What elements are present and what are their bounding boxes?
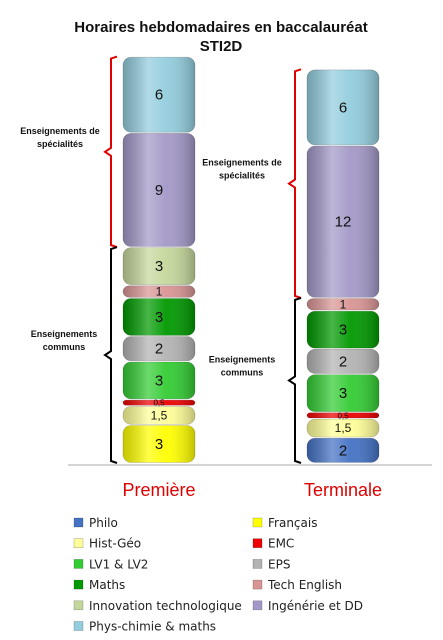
- segment-maths-terminale: 3: [306, 310, 380, 349]
- segment-francais-premiere: 3: [122, 425, 196, 463]
- segment-eps-premiere: 2: [122, 336, 196, 362]
- segment-value-lv1-lv2-terminale: 3: [339, 385, 347, 402]
- legend-item-maths: Maths: [73, 578, 125, 592]
- brace-enseignements-de-specialites-terminale: Enseignements de spécialités: [202, 68, 302, 299]
- annotation-text-line-2: spécialités: [219, 171, 265, 181]
- legend-label-ingenerie-et-dd: Ingénérie et DD: [268, 599, 363, 613]
- legend-item-hist-geo: Hist-Géo: [73, 537, 141, 551]
- legend-swatch-phys-chimie-maths: [73, 621, 84, 631]
- legend-swatch-tech-english: [252, 579, 263, 590]
- legend-label-emc: EMC: [268, 537, 294, 551]
- legend-label-innovation-technologique: Innovation technologique: [89, 599, 242, 613]
- segment-value-francais-premiere: 3: [155, 436, 163, 453]
- legend-label-hist-geo: Hist-Géo: [89, 537, 141, 551]
- segment-lv1-lv2-terminale: 3: [306, 374, 380, 412]
- legend-label-eps: EPS: [268, 557, 290, 571]
- segment-ingenerie-et-dd-terminale: 12: [306, 145, 380, 298]
- legend-item-emc: EMC: [252, 537, 294, 551]
- segment-value-emc-terminale: 0,5: [337, 411, 349, 420]
- segment-phys-chimie-maths-premiere: 6: [122, 56, 196, 133]
- segment-tech-english-terminale: 1: [306, 297, 380, 311]
- legend-swatch-ingenerie-et-dd: [252, 600, 263, 611]
- legend-swatch-emc: [252, 538, 263, 549]
- segment-ingenerie-et-dd-premiere: 9: [122, 133, 196, 247]
- annotation-text-line-1: Enseignements de: [20, 126, 100, 136]
- segment-value-maths-terminale: 3: [339, 322, 347, 339]
- legend-swatch-maths: [73, 579, 84, 590]
- annotation-text-line-2: communs: [43, 342, 86, 352]
- segment-value-phys-chimie-maths-premiere: 6: [155, 87, 163, 104]
- segment-value-maths-premiere: 3: [155, 309, 163, 326]
- legend-swatch-philo: [73, 517, 84, 528]
- legend-swatch-lv1-lv2: [73, 559, 84, 569]
- annotation-text-line-2: communs: [221, 367, 264, 377]
- annotation-text-line-2: spécialités: [37, 139, 83, 149]
- segment-hist-geo-terminale: 1,5: [306, 418, 380, 438]
- legend-item-phys-chimie-maths: Phys-chimie & maths: [73, 620, 216, 634]
- brace-enseignements-de-specialites-premiere: Enseignements de spécialités: [20, 55, 118, 249]
- segment-value-emc-premiere: 0,5: [153, 399, 165, 408]
- segment-value-philo-terminale: 2: [339, 442, 347, 459]
- legend-label-maths: Maths: [89, 578, 125, 592]
- segment-maths-premiere: 3: [122, 298, 196, 336]
- brace-enseignements-communs-premiere: Enseignements communs: [31, 246, 118, 464]
- segment-value-hist-geo-terminale: 1,5: [335, 421, 352, 435]
- annotation-text-line-1: Enseignements: [31, 329, 98, 339]
- segment-lv1-lv2-premiere: 3: [122, 361, 196, 400]
- segment-value-tech-english-premiere: 1: [156, 285, 163, 299]
- legend-swatch-francais: [252, 517, 263, 528]
- category-label-premiere: Première: [122, 480, 195, 500]
- legend-item-ingenerie-et-dd: Ingénérie et DD: [252, 599, 363, 613]
- legend-item-philo: Philo: [73, 516, 118, 530]
- segment-value-phys-chimie-maths-terminale: 6: [339, 99, 347, 116]
- annotation-text-line-1: Enseignements: [209, 354, 276, 364]
- segment-value-eps-premiere: 2: [155, 341, 163, 358]
- chart-subtitle: STI2D: [200, 38, 243, 55]
- segment-value-ingenerie-et-dd-terminale: 12: [335, 214, 352, 231]
- segment-innovation-technologique-premiere: 3: [122, 247, 196, 285]
- annotations: Enseignements despécialitésEnseignements…: [20, 55, 302, 464]
- legend-label-philo: Philo: [89, 516, 118, 530]
- legend-label-francais: Français: [268, 516, 317, 530]
- annotation-text-line-1: Enseignements de: [202, 158, 282, 168]
- category-label-terminale: Terminale: [304, 480, 382, 500]
- legend-swatch-innovation-technologique: [73, 600, 84, 611]
- legend-label-phys-chimie-maths: Phys-chimie & maths: [89, 620, 216, 634]
- legend-swatch-hist-geo: [73, 538, 84, 549]
- segment-value-tech-english-terminale: 1: [340, 297, 347, 311]
- segment-emc-terminale: 0,5: [306, 411, 380, 420]
- legend-label-lv1-lv2: LV1 & LV2: [89, 557, 148, 571]
- chart-title: Horaires hebdomadaires en baccalauréat: [74, 19, 367, 36]
- legend-item-eps: EPS: [252, 557, 290, 571]
- segment-tech-english-premiere: 1: [122, 285, 196, 299]
- segment-hist-geo-premiere: 1,5: [122, 406, 196, 425]
- brace-enseignements-communs-terminale: Enseignements communs: [209, 296, 302, 464]
- legend-item-innovation-technologique: Innovation technologique: [73, 599, 242, 613]
- legend-swatch-eps: [252, 559, 263, 569]
- segment-value-innovation-technologique-premiere: 3: [155, 258, 163, 275]
- legend-item-tech-english: Tech English: [252, 578, 342, 592]
- legend-item-francais: Français: [252, 516, 317, 530]
- segment-philo-terminale: 2: [306, 437, 380, 463]
- segment-phys-chimie-maths-terminale: 6: [306, 69, 380, 146]
- segment-emc-premiere: 0,5: [122, 399, 196, 408]
- legend-label-tech-english: Tech English: [267, 578, 342, 592]
- category-labels: Première Terminale: [122, 480, 382, 500]
- segment-value-ingenerie-et-dd-premiere: 9: [155, 182, 163, 199]
- segment-value-eps-terminale: 2: [339, 353, 347, 370]
- segment-value-lv1-lv2-premiere: 3: [155, 372, 163, 389]
- legend-item-lv1-lv2: LV1 & LV2: [73, 557, 148, 571]
- segment-eps-terminale: 2: [306, 348, 380, 374]
- segment-value-hist-geo-premiere: 1,5: [151, 408, 168, 422]
